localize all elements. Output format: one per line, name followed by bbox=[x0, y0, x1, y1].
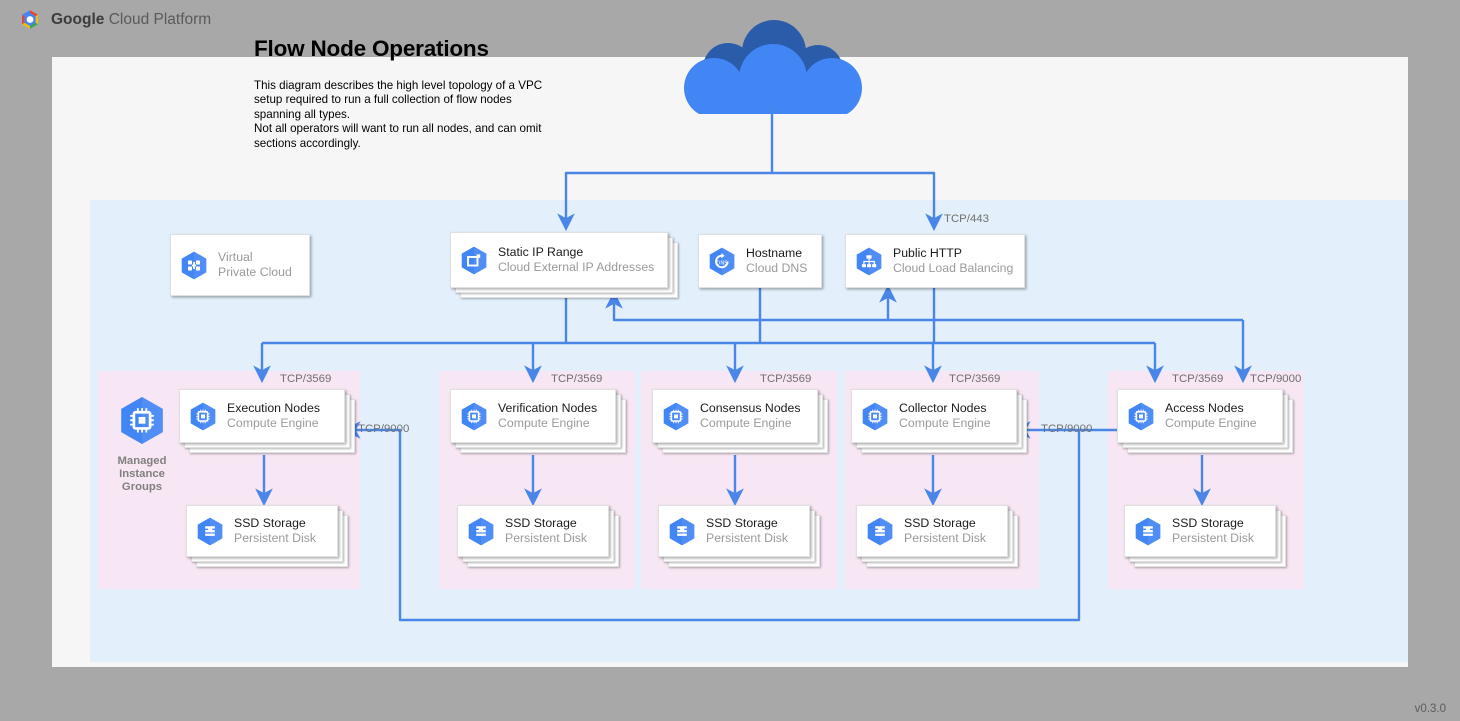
port-label-consensus: TCP/3569 bbox=[760, 373, 812, 385]
node-card-body[interactable]: Collector Nodes Compute Engine bbox=[851, 389, 1017, 443]
page-title: Flow Node Operations bbox=[254, 36, 489, 61]
node-card-title: Verification Nodes bbox=[498, 401, 598, 415]
group-label-line-1: Managed bbox=[117, 455, 167, 467]
brand-rest: Cloud Platform bbox=[104, 11, 212, 28]
node-card-body[interactable]: Access Nodes Compute Engine bbox=[1117, 389, 1283, 443]
managed-instance-groups-label: Managed Instance Groups bbox=[118, 396, 166, 494]
node-card-title: Public HTTP bbox=[893, 246, 963, 260]
node-card-subtitle: Cloud Load Balancing bbox=[893, 261, 1014, 275]
load-balancing-icon bbox=[856, 247, 882, 276]
port-label-collector-9000: TCP/9000 bbox=[1041, 423, 1093, 435]
node-card-body[interactable]: Virtual Private Cloud bbox=[170, 234, 310, 296]
node-card-body[interactable]: Public HTTP Cloud Load Balancing bbox=[845, 234, 1025, 288]
storage-card-subtitle: Persistent Disk bbox=[904, 531, 987, 545]
storage-card-title: SSD Storage bbox=[904, 516, 976, 530]
node-card-title: Execution Nodes bbox=[227, 401, 320, 415]
internet-cloud bbox=[678, 16, 868, 118]
storage-card-title: SSD Storage bbox=[706, 516, 778, 530]
persistent-disk-icon bbox=[1135, 517, 1161, 546]
port-label-execution: TCP/3569 bbox=[280, 373, 332, 385]
persistent-disk-icon bbox=[468, 517, 494, 546]
version-label: v0.3.0 bbox=[1414, 703, 1446, 715]
storage-card-title: SSD Storage bbox=[1172, 516, 1244, 530]
managed-instance-groups-text: Managed Instance Groups bbox=[118, 455, 167, 494]
node-card-body[interactable]: Consensus Nodes Compute Engine bbox=[652, 389, 818, 443]
storage-card-subtitle: Persistent Disk bbox=[706, 531, 789, 545]
node-card-title: Virtual bbox=[218, 250, 253, 264]
persistent-disk-icon bbox=[197, 517, 223, 546]
storage-card-body[interactable]: SSD Storage Persistent Disk bbox=[457, 505, 609, 557]
port-label-access-9000: TCP/9000 bbox=[1250, 373, 1302, 385]
port-label-execution-9000: TCP/9000 bbox=[358, 423, 410, 435]
node-card-subtitle: Compute Engine bbox=[1165, 416, 1257, 430]
external-ip-icon bbox=[461, 246, 487, 275]
storage-card-subtitle: Persistent Disk bbox=[1172, 531, 1255, 545]
storage-card-title: SSD Storage bbox=[234, 516, 306, 530]
persistent-disk-icon bbox=[867, 517, 893, 546]
google-cloud-logo-icon bbox=[18, 8, 42, 32]
node-card-title: Collector Nodes bbox=[899, 401, 987, 415]
node-card-title: Access Nodes bbox=[1165, 401, 1244, 415]
node-card-body[interactable]: Static IP Range Cloud External IP Addres… bbox=[450, 232, 668, 288]
node-card-subtitle: Compute Engine bbox=[899, 416, 991, 430]
node-card-title: Consensus Nodes bbox=[700, 401, 801, 415]
compute-engine-icon bbox=[862, 402, 888, 431]
description-line-1: This diagram describes the high level to… bbox=[254, 79, 543, 121]
cloud-icon bbox=[684, 20, 862, 118]
storage-card-subtitle: Persistent Disk bbox=[505, 531, 588, 545]
svg-text:DNS: DNS bbox=[716, 260, 727, 266]
node-card-subtitle: Compute Engine bbox=[227, 416, 319, 430]
node-card-subtitle: Cloud External IP Addresses bbox=[498, 260, 655, 274]
storage-card-subtitle: Persistent Disk bbox=[234, 531, 317, 545]
port-label-collector: TCP/3569 bbox=[949, 373, 1001, 385]
node-card-body[interactable]: Verification Nodes Compute Engine bbox=[450, 389, 616, 443]
node-card-subtitle: Private Cloud bbox=[218, 265, 292, 279]
node-card-subtitle: Cloud DNS bbox=[746, 261, 808, 275]
compute-engine-icon bbox=[190, 402, 216, 431]
port-label-https: TCP/443 bbox=[944, 213, 989, 225]
group-label-line-3: Groups bbox=[121, 481, 163, 493]
node-card-subtitle: Compute Engine bbox=[700, 416, 792, 430]
virtual-private-cloud-icon bbox=[181, 251, 207, 280]
port-label-verification: TCP/3569 bbox=[551, 373, 603, 385]
compute-engine-icon bbox=[1128, 402, 1154, 431]
description-line-2: Not all operators will want to run all n… bbox=[254, 122, 542, 150]
storage-card-body[interactable]: SSD Storage Persistent Disk bbox=[658, 505, 810, 557]
brand-title: Google Cloud Platform bbox=[51, 11, 211, 29]
storage-card-title: SSD Storage bbox=[505, 516, 577, 530]
page-description: This diagram describes the high level to… bbox=[254, 79, 554, 151]
persistent-disk-icon bbox=[669, 517, 695, 546]
node-card-body[interactable]: Execution Nodes Compute Engine bbox=[179, 389, 345, 443]
storage-card-body[interactable]: SSD Storage Persistent Disk bbox=[186, 505, 338, 557]
node-card-subtitle: Compute Engine bbox=[498, 416, 590, 430]
compute-engine-icon bbox=[663, 402, 689, 431]
node-card-title: Hostname bbox=[746, 246, 803, 260]
compute-engine-icon bbox=[461, 402, 487, 431]
brand-bold: Google bbox=[51, 11, 105, 28]
storage-card-body[interactable]: SSD Storage Persistent Disk bbox=[856, 505, 1008, 557]
node-card-title: Static IP Range bbox=[498, 245, 584, 259]
storage-card-body[interactable]: SSD Storage Persistent Disk bbox=[1124, 505, 1276, 557]
port-label-access: TCP/3569 bbox=[1172, 373, 1224, 385]
group-label-line-2: Instance bbox=[119, 468, 165, 480]
brand-header: Google Cloud Platform bbox=[18, 8, 211, 32]
node-card-body[interactable]: DNS Hostname Cloud DNS bbox=[698, 234, 822, 288]
managed-instance-group-icon bbox=[120, 396, 164, 450]
cloud-dns-icon: DNS bbox=[709, 247, 735, 276]
